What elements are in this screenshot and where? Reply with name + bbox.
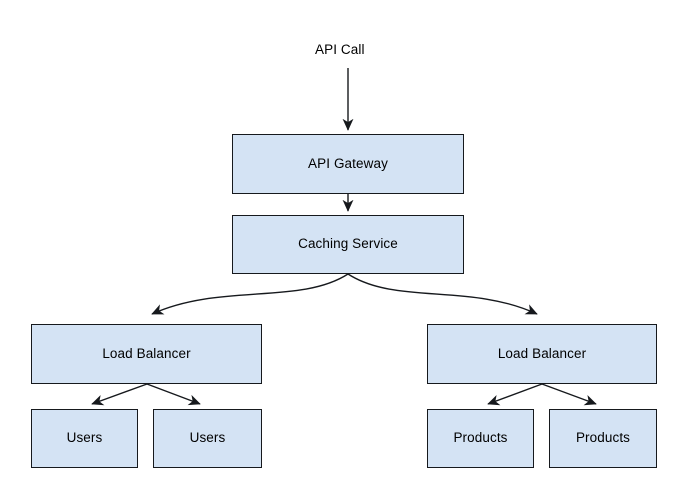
label-api-call: API Call [315,42,365,57]
node-users-2[interactable]: Users [153,409,262,468]
edge-caching-service-to-load-balancer-right [347,273,538,315]
node-load-balancer-left[interactable]: Load Balancer [31,324,262,384]
node-label-caching-service: Caching Service [298,236,398,252]
node-load-balancer-right[interactable]: Load Balancer [427,324,657,384]
node-users-1[interactable]: Users [31,409,138,468]
node-label-load-balancer-left: Load Balancer [102,345,191,361]
node-label-users-1: Users [66,430,103,446]
node-api-gateway[interactable]: API Gateway [232,134,464,194]
node-caching-service[interactable]: Caching Service [232,215,464,274]
node-label-users-2: Users [189,430,226,446]
node-label-api-gateway: API Gateway [308,155,388,171]
edge-load-balancer-left-to-users-1 [91,383,148,406]
edge-caching-service-to-load-balancer-left [151,273,349,315]
edge-load-balancer-right-to-products-1 [487,383,543,406]
node-label-load-balancer-right: Load Balancer [497,345,587,361]
edge-load-balancer-left-to-users-2 [146,383,201,406]
node-products-2[interactable]: Products [549,409,657,468]
edge-load-balancer-right-to-products-2 [541,383,597,406]
node-products-1[interactable]: Products [427,409,534,468]
node-label-products-2: Products [575,430,631,446]
node-label-products-1: Products [453,430,508,446]
